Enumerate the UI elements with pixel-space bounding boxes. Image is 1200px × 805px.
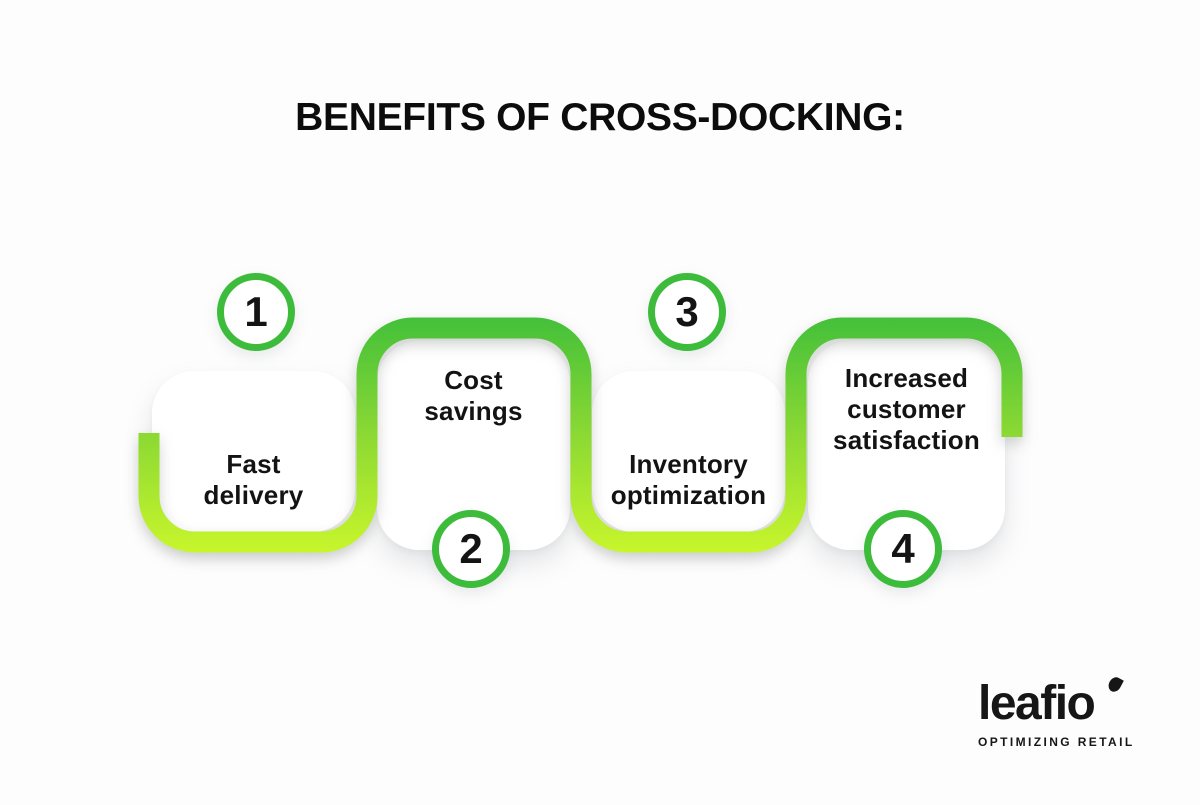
benefit-card-fast-delivery: Fast delivery: [152, 371, 355, 532]
benefit-label-line: customer: [847, 394, 966, 424]
step-number-badge-3: 3: [648, 273, 726, 351]
page-title: BENEFITS OF CROSS-DOCKING:: [295, 96, 905, 139]
step-number: 4: [891, 525, 915, 572]
step-number: 3: [675, 288, 699, 335]
logo-wordmark-row: leafio: [978, 675, 1124, 730]
benefit-label-line: Cost: [444, 365, 503, 395]
step-number: 2: [459, 525, 483, 572]
benefit-label-line: delivery: [203, 480, 304, 510]
benefit-label: Cost savings: [377, 341, 570, 427]
benefit-label-line: savings: [424, 396, 523, 426]
step-number-badge-1: 1: [217, 273, 295, 351]
benefit-label-line: Fast: [226, 449, 281, 479]
step-number-badge-4: 4: [864, 510, 942, 588]
leaf-icon: [1106, 675, 1124, 694]
logo-tagline: OPTIMIZING RETAIL: [978, 735, 1135, 749]
benefit-card-inventory-optimization: Inventory optimization: [592, 371, 785, 532]
benefit-label-line: optimization: [610, 480, 767, 510]
benefit-label-line: satisfaction: [833, 425, 980, 455]
benefit-label-line: Increased: [844, 363, 969, 393]
benefit-label: Increased customer satisfaction: [808, 341, 1005, 456]
leafio-logo: leafio OPTIMIZING RETAIL: [978, 675, 1135, 749]
benefit-label-line: Inventory: [629, 449, 748, 479]
step-number-badge-2: 2: [432, 510, 510, 588]
step-number: 1: [244, 288, 268, 335]
logo-wordmark: leafio: [978, 677, 1096, 730]
benefit-label: Fast delivery: [152, 371, 355, 511]
benefit-label: Inventory optimization: [592, 371, 785, 511]
